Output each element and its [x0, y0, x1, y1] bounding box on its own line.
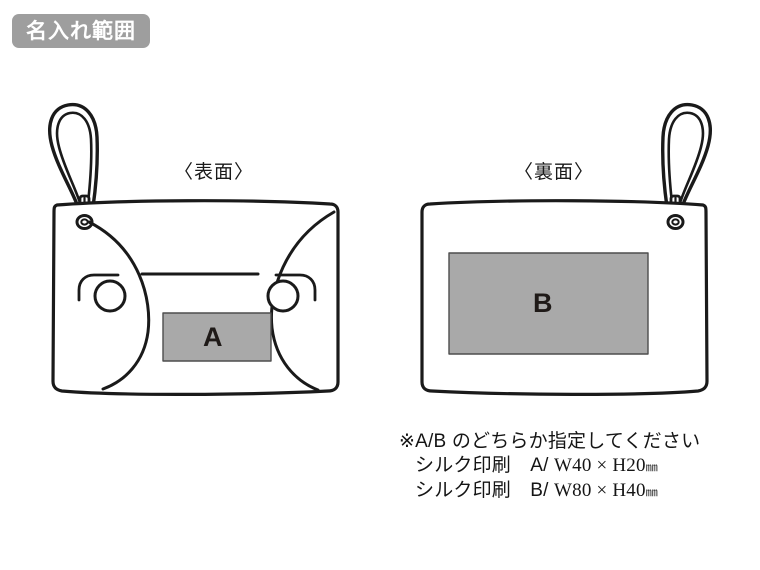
note-line-a-dimensions: W40 × H20 [554, 455, 646, 476]
front-right-flap [269, 210, 336, 392]
front-left-seam [77, 273, 120, 302]
imprint-area-badge: 名入れ範囲 [12, 14, 150, 48]
back-carabiner-icon [661, 102, 712, 220]
note-line-b-dimensions: W80 × H40 [554, 480, 646, 501]
front-right-snap-button [266, 279, 300, 313]
front-side-caption: 〈表面〉 [174, 162, 255, 183]
imprint-area-a [162, 312, 272, 362]
note-line-a-label: シルク印刷 A/ [415, 455, 555, 476]
imprint-area-badge-label: 名入れ範囲 [26, 19, 136, 43]
note-line-b: シルク印刷 B/ W80 × H40㎜ [399, 479, 739, 504]
note-line-selection: ※A/B のどちらか指定してください [399, 431, 701, 452]
note-line-a: シルク印刷 A/ W40 × H20㎜ [399, 454, 739, 479]
imprint-area-b-label: B [533, 288, 553, 318]
note-line-b-label: シルク印刷 B/ [415, 480, 555, 501]
front-carabiner-icon [48, 102, 99, 220]
back-grommet-icon [666, 214, 685, 230]
front-right-seam [274, 273, 317, 302]
note-line-b-unit: ㎜ [645, 485, 658, 499]
back-pouch-group [420, 102, 712, 396]
note-line-a-unit: ㎜ [645, 460, 658, 474]
imprint-area-a-label: A [203, 322, 223, 352]
front-left-flap [87, 220, 151, 391]
front-left-snap-button [93, 279, 127, 313]
notes-block: ※A/B のどちらか指定してください シルク印刷 A/ W40 × H20㎜ シ… [399, 430, 739, 504]
front-pouch-group [48, 102, 340, 396]
imprint-area-b [448, 252, 649, 355]
back-side-caption: 〈裏面〉 [514, 162, 595, 183]
